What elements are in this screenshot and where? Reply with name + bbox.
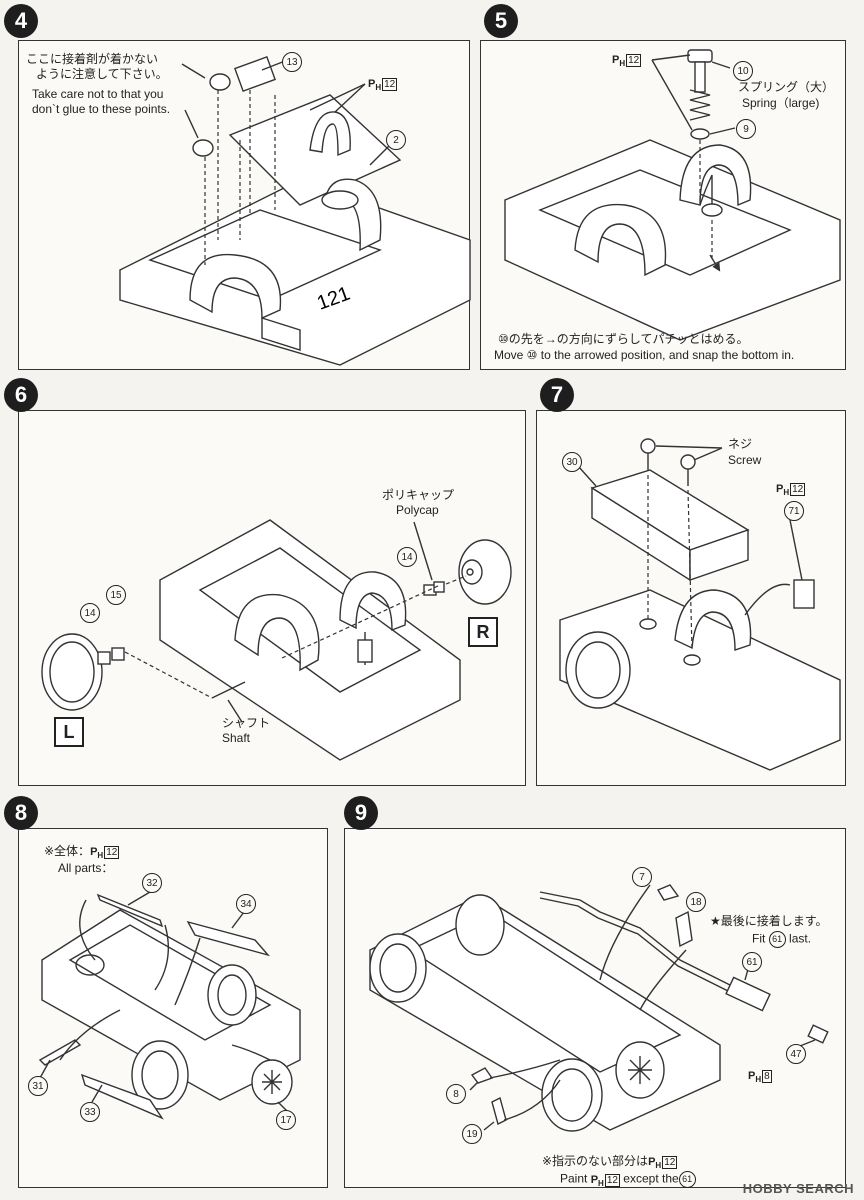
part-number-71: 71 [784, 501, 804, 521]
part-number-47: 47 [786, 1044, 806, 1064]
step-5-spring-jp: スプリング（大） [738, 80, 835, 94]
part-number-19: 19 [462, 1124, 482, 1144]
step-number-5: 5 [484, 4, 518, 38]
step-number-4: 4 [4, 4, 38, 38]
step-6-polycap-jp: ポリキャップ [382, 488, 455, 502]
step-4-note-jp-1: ここに接着剤が着かない [26, 52, 159, 66]
part-number-8: 8 [446, 1084, 466, 1104]
step-number-9: 9 [344, 796, 378, 830]
part-number-14-right: 14 [397, 547, 417, 567]
step-9-fit-last-jp: ★最後に接着します。 [710, 914, 828, 928]
step-7-screw-jp: ネジ [728, 437, 753, 451]
step-number-7: 7 [540, 378, 574, 412]
step-8-all-parts-en: All parts： [58, 861, 114, 875]
part-number-33: 33 [80, 1102, 100, 1122]
part-number-32: 32 [142, 873, 162, 893]
part-number-14-left: 14 [80, 603, 100, 623]
step-9-fit-last-en: Fit 61 last. [752, 931, 811, 948]
part-number-30: 30 [562, 452, 582, 472]
part-number-15: 15 [106, 585, 126, 605]
step-5-instruction-en: Move ⑩ to the arrowed position, and snap… [494, 348, 795, 362]
part-number-18: 18 [686, 892, 706, 912]
step-5-spring-en: Spring（large) [742, 96, 820, 110]
step-6-shaft-en: Shaft [222, 731, 251, 745]
watermark: HOBBY SEARCH [742, 1181, 854, 1196]
part-number-9: 9 [736, 119, 756, 139]
step-6-shaft-jp: シャフト [222, 716, 271, 730]
step-7-screw-en: Screw [728, 453, 762, 467]
step-4-note-jp-2: ように注意して下さい。 [36, 67, 168, 81]
left-label: L [54, 717, 84, 747]
part-number-2: 2 [386, 130, 406, 150]
step-6-polycap-en: Polycap [396, 503, 439, 517]
part-number-31: 31 [28, 1076, 48, 1096]
step-number-6: 6 [4, 378, 38, 412]
part-number-10: 10 [733, 61, 753, 81]
step-4-note-en-2: don`t glue to these points. [32, 102, 171, 116]
part-number-61: 61 [742, 952, 762, 972]
step-4-note-en-1: Take care not to that you [32, 87, 164, 101]
step-5-instruction-jp: ⑩の先を→の方向にずらしてパチッとはめる。 [498, 332, 749, 346]
part-number-17: 17 [276, 1110, 296, 1130]
step-number-8: 8 [4, 796, 38, 830]
part-number-7: 7 [632, 867, 652, 887]
part-number-34: 34 [236, 894, 256, 914]
right-label: R [468, 617, 498, 647]
part-number-13: 13 [282, 52, 302, 72]
